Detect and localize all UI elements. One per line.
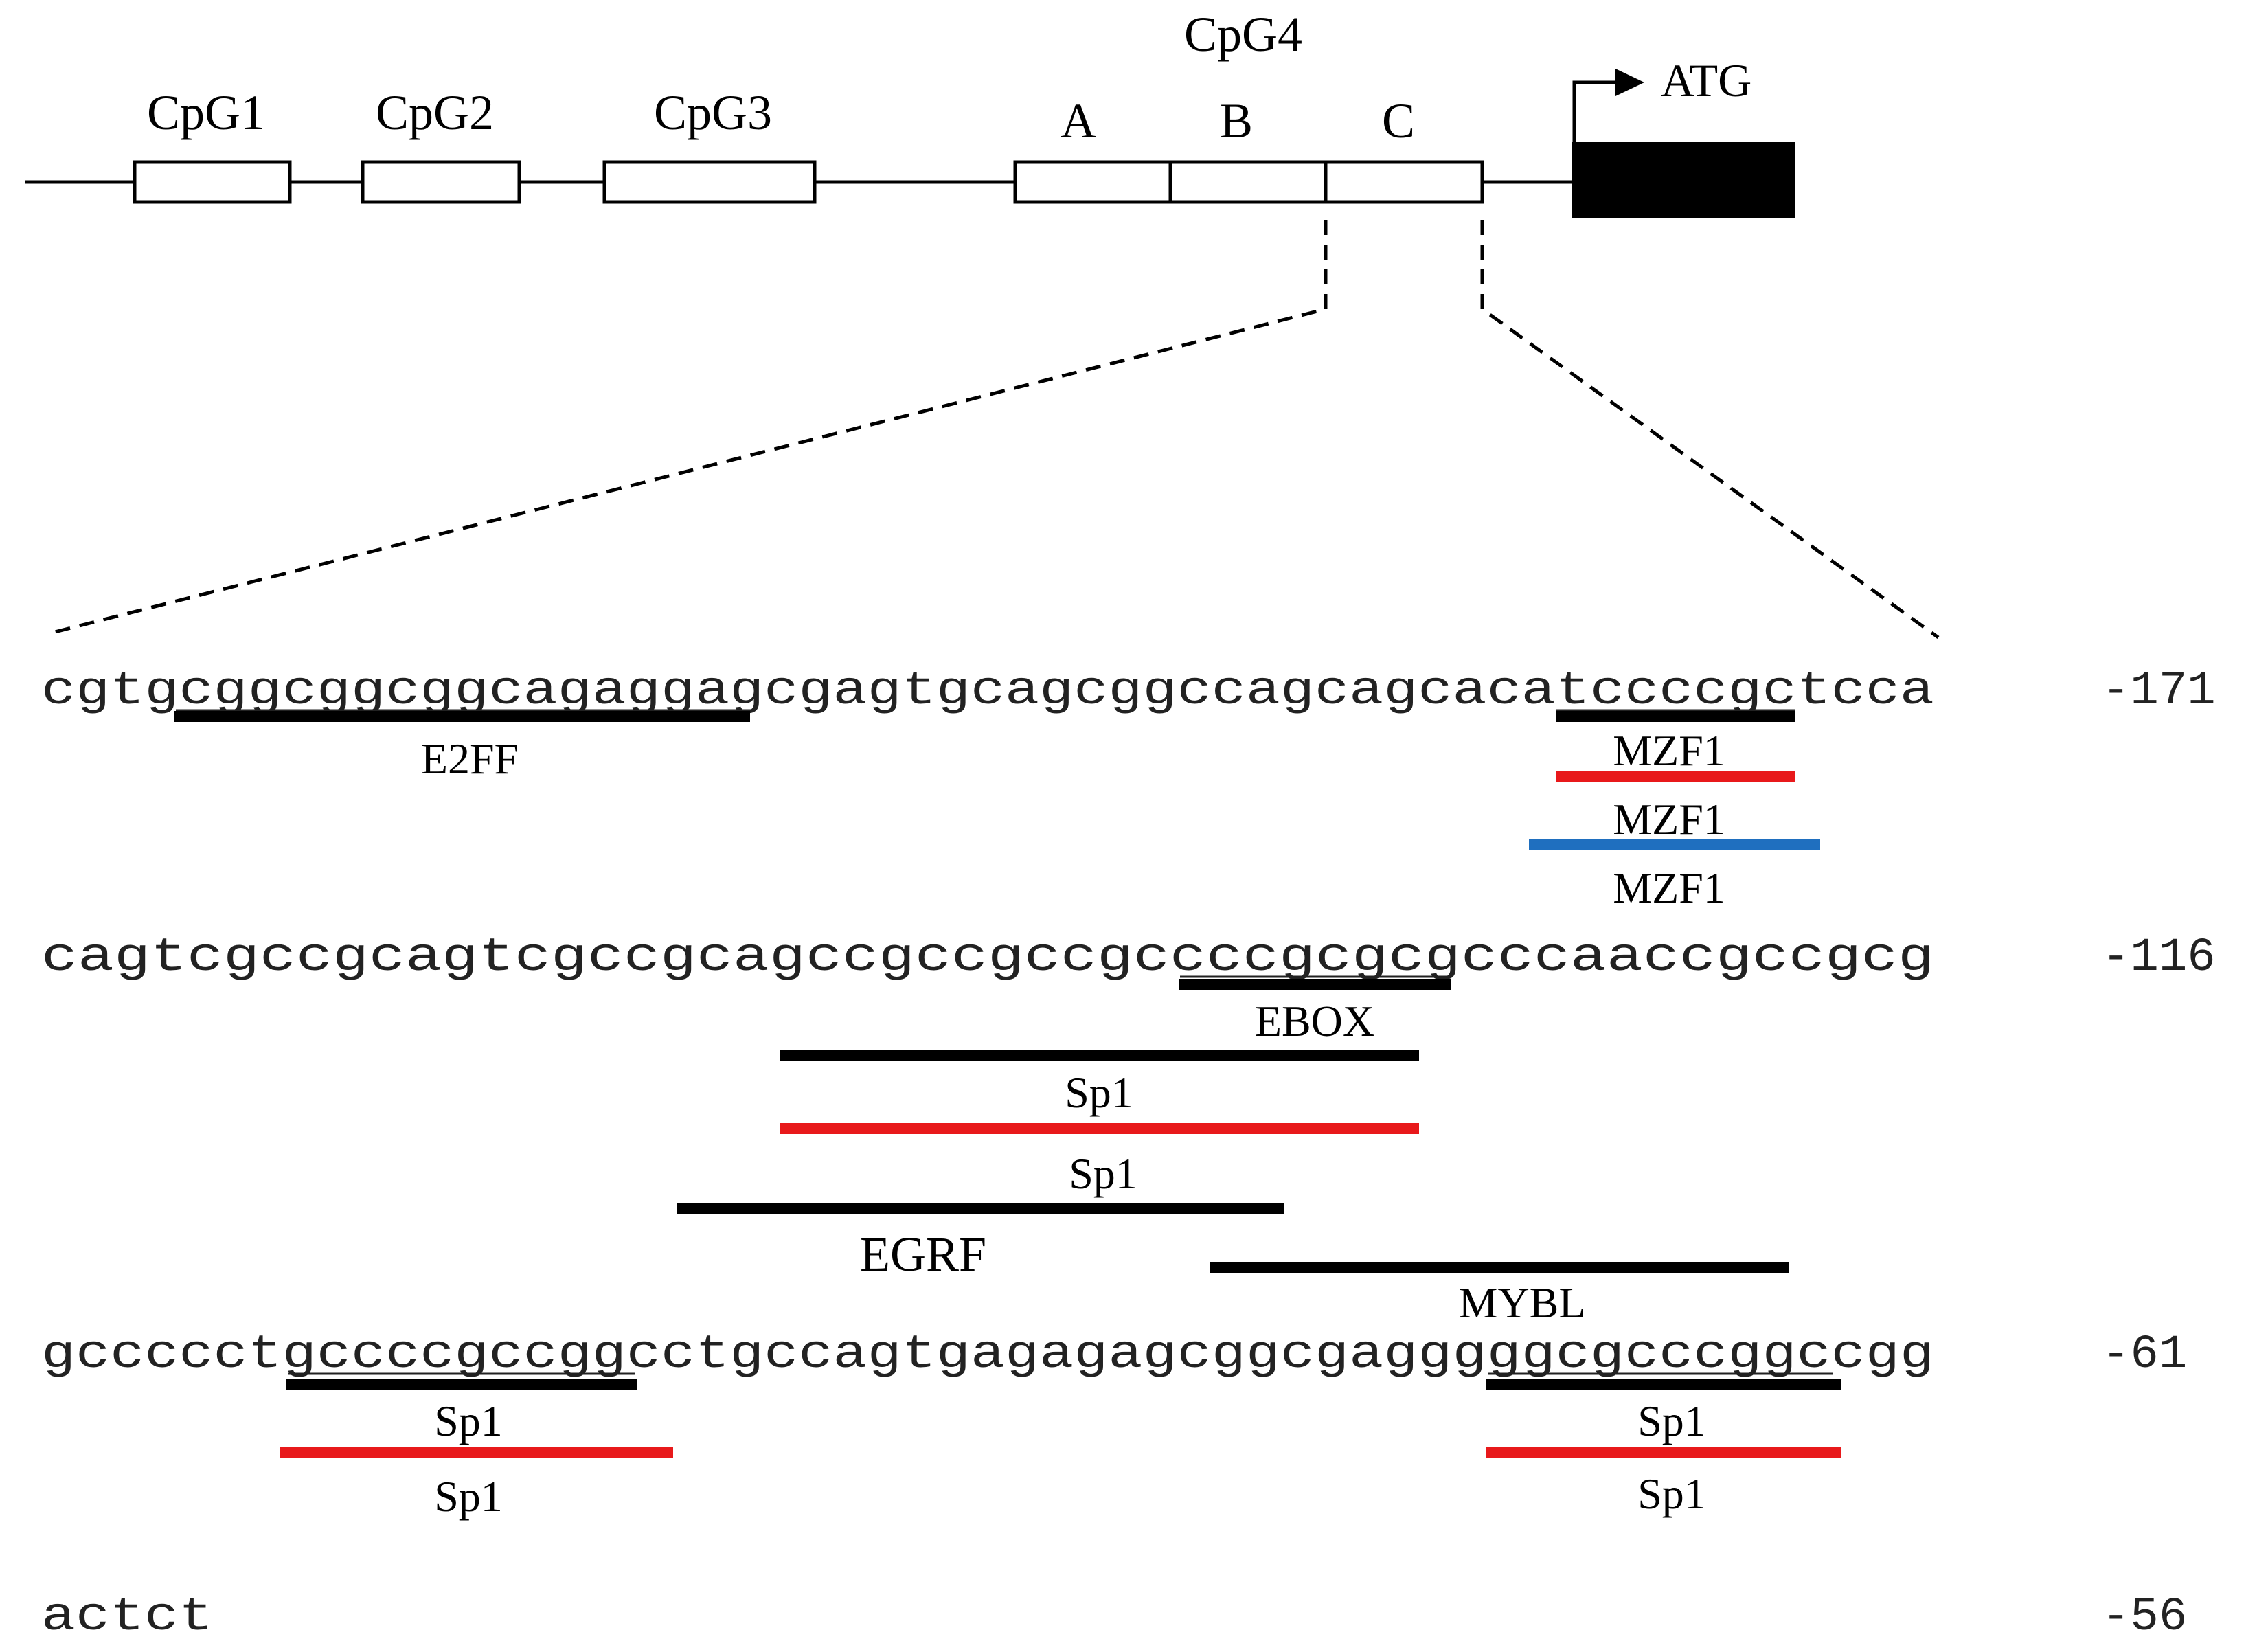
label-sp1-line2-1: Sp1 bbox=[1065, 1068, 1133, 1117]
binding-site-labels: E2FF MZF1 MZF1 MZF1 EBOX Sp1 Sp1 EGRF MY… bbox=[421, 726, 1725, 1521]
zoom-connector bbox=[49, 220, 1940, 640]
cpg3-label: CpG3 bbox=[654, 85, 772, 140]
transcription-start-arrowhead bbox=[1615, 69, 1644, 96]
gene-map: CpG1 CpG2 CpG3 CpG4 A B C ATG bbox=[25, 7, 1795, 218]
cpg4-label: CpG4 bbox=[1184, 7, 1302, 62]
cpg4-region-b-box bbox=[1168, 160, 1328, 204]
cpg1-box bbox=[133, 160, 292, 204]
cpg3-box bbox=[602, 160, 817, 204]
sequence-block: cgtgcggcggcggcagaggagcgagtgcagcggccagcag… bbox=[41, 664, 2216, 1644]
label-sp1-line2-2: Sp1 bbox=[1069, 1149, 1137, 1198]
sequence-line-3: gccccctgccccgccggcctgccagtgagagagcggcgag… bbox=[41, 1328, 1934, 1381]
label-sp1-line3-right-1: Sp1 bbox=[1637, 1396, 1706, 1445]
position-label-3: -61 bbox=[2102, 1328, 2187, 1381]
label-sp1-line3-right-2: Sp1 bbox=[1637, 1469, 1706, 1518]
label-sp1-line3-left-2: Sp1 bbox=[434, 1472, 503, 1521]
transcription-start-arrow bbox=[1572, 80, 1618, 142]
cpg1-label: CpG1 bbox=[147, 85, 265, 140]
cpg4-region-a-box bbox=[1013, 160, 1172, 204]
start-codon-label: ATG bbox=[1661, 54, 1751, 106]
position-label-2: -116 bbox=[2102, 931, 2216, 984]
sequence-line-2: cagtcgccgcagtcgccgcagccgccgccgccccgcgcgc… bbox=[41, 931, 1934, 984]
zoom-line-right bbox=[1480, 220, 1940, 640]
binding-site-bars bbox=[174, 711, 1841, 1458]
label-e2ff: E2FF bbox=[421, 734, 519, 783]
first-exon-box bbox=[1572, 142, 1795, 218]
label-mybl: MYBL bbox=[1459, 1278, 1586, 1327]
cpg4-region-c-label: C bbox=[1382, 93, 1415, 148]
position-label-1: -171 bbox=[2102, 664, 2216, 718]
motif-underlines bbox=[176, 709, 1833, 1375]
sequence-line-1: cgtgcggcggcggcagaggagcgagtgcagcggccagcag… bbox=[41, 664, 1934, 718]
label-ebox: EBOX bbox=[1255, 997, 1374, 1045]
label-mzf1-2: MZF1 bbox=[1613, 795, 1725, 844]
cpg4-region-c-box bbox=[1324, 160, 1484, 204]
label-mzf1-3: MZF1 bbox=[1613, 863, 1725, 912]
cpg2-box bbox=[361, 160, 521, 204]
cpg2-label: CpG2 bbox=[376, 85, 494, 140]
label-sp1-line3-left-1: Sp1 bbox=[434, 1396, 503, 1445]
cpg4-region-b-label: B bbox=[1220, 93, 1253, 148]
sequence-line-4: actct bbox=[41, 1590, 213, 1644]
zoom-line-left bbox=[49, 220, 1328, 635]
position-label-4: -56 bbox=[2102, 1590, 2187, 1644]
label-egrf: EGRF bbox=[860, 1227, 986, 1282]
label-mzf1-1: MZF1 bbox=[1613, 726, 1725, 775]
cpg4-region-a-label: A bbox=[1061, 93, 1096, 148]
